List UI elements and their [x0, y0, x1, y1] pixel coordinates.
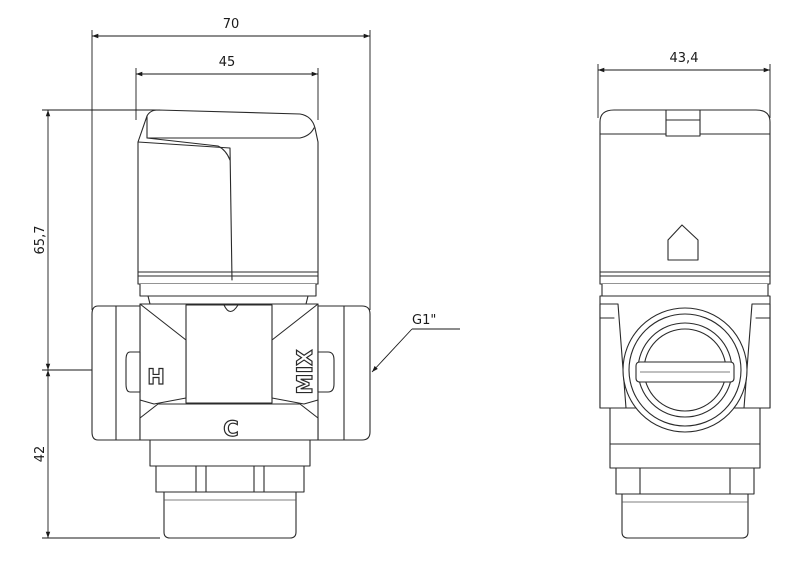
overall-width-label: 70: [223, 17, 240, 32]
thermostatic-head: [137, 109, 319, 305]
thread-callout: G1": [371, 313, 460, 373]
direction-arrow-icon: [667, 224, 699, 261]
side-head: [599, 109, 771, 297]
head-width-label: 45: [219, 55, 236, 70]
dimension-side-width: 43,4: [597, 51, 771, 118]
lower-height-label: 42: [33, 446, 48, 463]
thread-label: G1": [412, 313, 436, 328]
side-width-label: 43,4: [670, 51, 699, 66]
mix-port-label: MIX: [293, 350, 317, 395]
dimension-head-width: 45: [135, 55, 319, 120]
hot-inlet-port: H: [91, 305, 165, 441]
bottom-collar: C: [139, 403, 319, 442]
upper-height-label: 65,7: [33, 226, 48, 255]
hot-port-label: H: [147, 365, 165, 389]
dimension-upper-height: 65,7: [33, 109, 160, 370]
mix-outlet-port: MIX: [292, 305, 371, 441]
dimension-overall-width: 70: [91, 17, 371, 310]
valve-body: [139, 303, 319, 405]
dimension-lower-height: 42: [33, 369, 160, 539]
front-view: H MIX C: [91, 109, 371, 539]
cold-inlet-port: [149, 439, 311, 539]
side-port-opening: [622, 307, 748, 433]
cold-port-label: C: [223, 417, 238, 441]
side-bottom-port: [609, 443, 761, 539]
side-view: [599, 109, 771, 539]
